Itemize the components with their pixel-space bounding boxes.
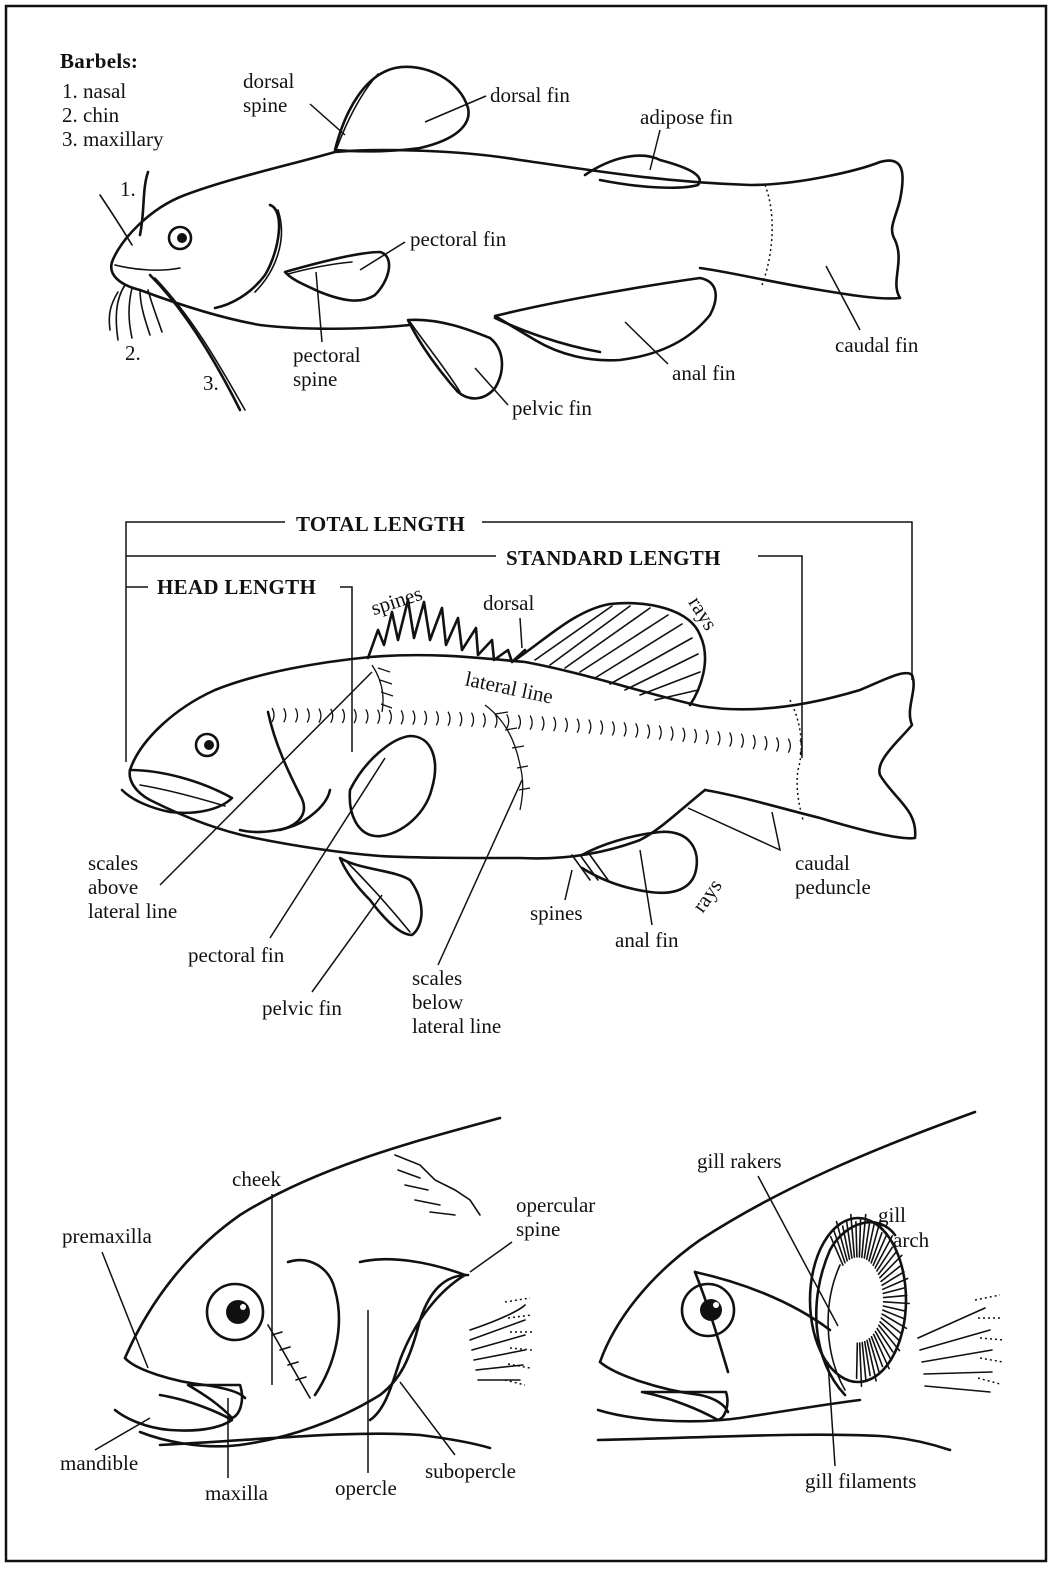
gill-arch-line-1: gill: [878, 1203, 906, 1227]
barbel-number-2: 2.: [125, 341, 141, 365]
barbel-nasal-label: 1. nasal: [62, 79, 126, 103]
maxilla-label: maxilla: [205, 1481, 269, 1505]
dorsal-label: dorsal: [483, 591, 534, 615]
anal-fin-label: anal fin: [615, 928, 679, 952]
mandible-label: mandible: [60, 1451, 138, 1475]
opercular-spine-line-1: opercular: [516, 1193, 595, 1217]
opercular-spine-line-2: spine: [516, 1217, 560, 1241]
head-length-label: HEAD LENGTH: [157, 575, 316, 599]
page-border: [6, 6, 1046, 1561]
gill-filaments-label: gill filaments: [805, 1469, 916, 1493]
gill-arch-line-2: arch: [893, 1228, 930, 1252]
caudal-peduncle-line-2: peduncle: [795, 875, 871, 899]
scales-below-line-1: scales: [412, 966, 462, 990]
total-length-label: TOTAL LENGTH: [296, 512, 465, 536]
subopercle-label: subopercle: [425, 1459, 516, 1483]
dorsal-spine-line-2: spine: [243, 93, 287, 117]
barbels-title: Barbels:: [60, 49, 138, 73]
scales-above-line-2: above: [88, 875, 138, 899]
opercle-label: opercle: [335, 1476, 397, 1500]
caudal-fin-label: caudal fin: [835, 333, 919, 357]
gill-rakers-label: gill rakers: [697, 1149, 782, 1173]
barbel-number-3: 3.: [203, 371, 219, 395]
pelvic-fin-label: pelvic fin: [512, 396, 592, 420]
anal-fin-label: anal fin: [672, 361, 736, 385]
dorsal-fin-label: dorsal fin: [490, 83, 570, 107]
pelvic-fin-label: pelvic fin: [262, 996, 342, 1020]
dorsal-spine-line-1: dorsal: [243, 69, 294, 93]
barbel-number-1: 1.: [120, 177, 136, 201]
barbel-chin-label: 2. chin: [62, 103, 120, 127]
pectoral-fin-label: pectoral fin: [410, 227, 507, 251]
caudal-peduncle-line-1: caudal: [795, 851, 850, 875]
pectoral-spine-line-1: pectoral: [293, 343, 361, 367]
standard-length-label: STANDARD LENGTH: [506, 546, 721, 570]
adipose-fin-label: adipose fin: [640, 105, 733, 129]
premaxilla-label: premaxilla: [62, 1224, 152, 1248]
pectoral-spine-line-2: spine: [293, 367, 337, 391]
spines-bottom-label: spines: [530, 901, 583, 925]
scales-above-line-1: scales: [88, 851, 138, 875]
cheek-label: cheek: [232, 1167, 281, 1191]
pectoral-fin-label: pectoral fin: [188, 943, 285, 967]
scales-below-line-3: lateral line: [412, 1014, 501, 1038]
barbel-maxillary-label: 3. maxillary: [62, 127, 164, 151]
scales-above-line-3: lateral line: [88, 899, 177, 923]
scales-below-line-2: below: [412, 990, 464, 1014]
